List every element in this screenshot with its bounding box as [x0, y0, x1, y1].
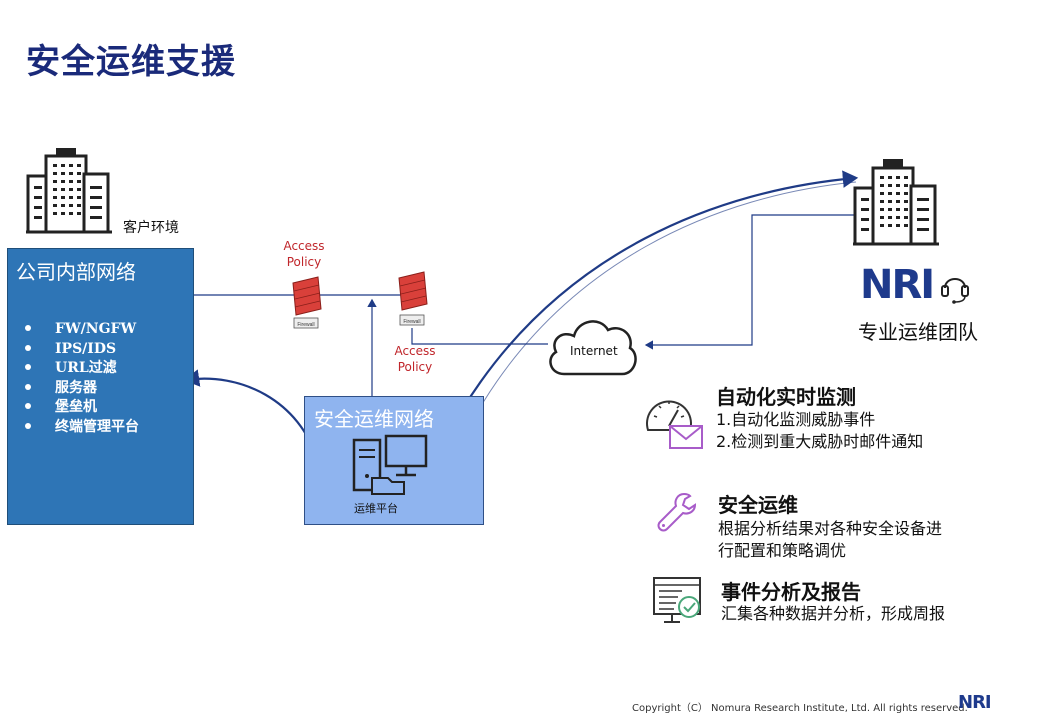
internet-label: Internet — [570, 344, 618, 358]
firewall-label: Firewall — [403, 319, 420, 325]
headset-icon — [941, 278, 969, 304]
list-item: 服务器 — [20, 379, 139, 399]
copyright-text: Copyright（C） Nomura Research Institute, … — [632, 703, 968, 714]
report-check-icon — [653, 577, 701, 623]
platform-label: 运维平台 — [354, 502, 398, 515]
arrow-nri-internet — [644, 214, 858, 350]
corp-network-title: 公司内部网络 — [16, 260, 136, 284]
feature-title-ops: 安全运维 — [718, 493, 798, 517]
feature-line: 根据分析结果对各种安全设备进 — [718, 519, 943, 538]
list-item: 堡垒机 — [20, 398, 139, 418]
corp-network-box — [7, 248, 194, 525]
wrench-icon — [657, 492, 697, 532]
customer-building-icon — [26, 148, 112, 234]
platform-computer-icon — [352, 434, 428, 495]
feature-line: 2.检测到重大威胁时邮件通知 — [716, 432, 924, 451]
arrow-curve-corp — [183, 369, 320, 463]
internet-cloud-icon — [549, 320, 637, 376]
feature-title-monitoring: 自动化实时监测 — [716, 385, 856, 409]
feature-title-report: 事件分析及报告 — [721, 580, 861, 604]
arrow-curve-nri — [461, 170, 859, 411]
page-title: 安全运维支援 — [26, 42, 236, 82]
feature-line: 行配置和策略调优 — [718, 541, 847, 560]
list-item: URL过滤 — [20, 359, 139, 379]
list-item: IPS/IDS — [20, 340, 139, 360]
footer-nri-logo: NRI — [958, 692, 992, 713]
sec-network-box — [304, 396, 484, 525]
firewall-icon: Firewall — [292, 276, 322, 329]
list-item: FW/NGFW — [20, 320, 139, 340]
gauge-mail-icon — [646, 400, 703, 449]
customer-env-label: 客户环境 — [123, 220, 179, 236]
sec-network-title: 安全运维网络 — [314, 407, 434, 431]
firewall-label: Firewall — [297, 322, 314, 328]
nri-building-icon — [853, 159, 939, 246]
firewall-icon: Firewall — [398, 271, 428, 326]
link-firewall-internet — [411, 328, 548, 345]
feature-line: 汇集各种数据并分析，形成周报 — [721, 604, 946, 623]
feature-line: 1.自动化监测威胁事件 — [716, 410, 876, 429]
nri-team-label: 专业运维团队 — [858, 320, 978, 344]
corp-network-items: FW/NGFW IPS/IDS URL过滤 服务器 堡垒机 终端管理平台 — [20, 320, 139, 437]
list-item: 终端管理平台 — [20, 418, 139, 438]
nri-logo: NRI — [860, 262, 935, 308]
